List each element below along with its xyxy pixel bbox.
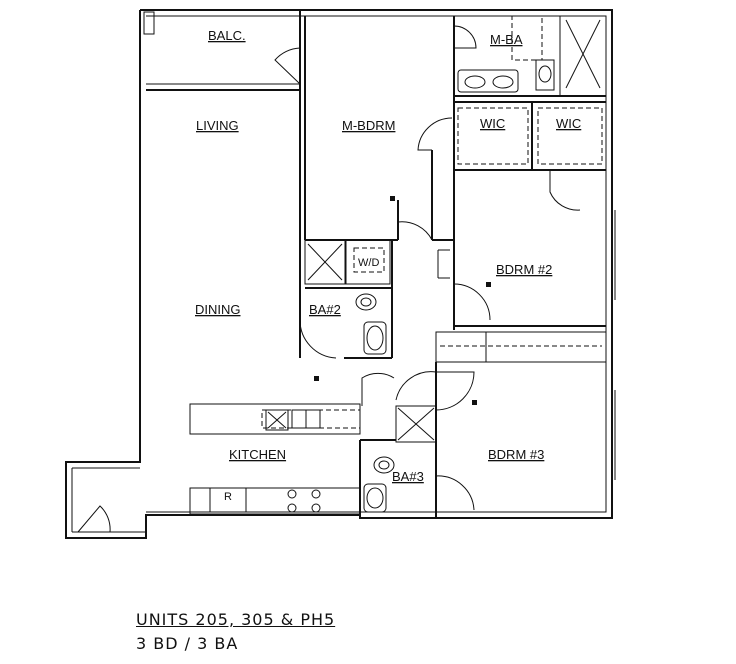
label-washer-dryer: W/D (358, 257, 379, 269)
interior-walls (77, 15, 616, 533)
detector-markers (314, 196, 491, 405)
label-bath-3: BA#3 (392, 469, 424, 484)
label-dining: DINING (195, 302, 241, 317)
balcony-area (146, 10, 301, 91)
caption-bed-bath: 3 BD / 3 BA (136, 634, 239, 653)
label-kitchen: KITCHEN (229, 447, 286, 462)
label-living: LIVING (196, 118, 239, 133)
label-wic-2: WIC (556, 116, 581, 131)
label-wic-1: WIC (480, 116, 505, 131)
label-bath-2: BA#2 (309, 302, 341, 317)
label-master-bath: M-BA (490, 32, 523, 47)
caption-units: UNITS 205, 305 & PH5 (136, 610, 336, 629)
label-balcony: BALC. (208, 28, 246, 43)
label-range: R (224, 491, 232, 503)
label-master-bedroom: M-BDRM (342, 118, 395, 133)
label-bedroom-3: BDRM #3 (488, 447, 544, 462)
label-bedroom-2: BDRM #2 (496, 262, 552, 277)
